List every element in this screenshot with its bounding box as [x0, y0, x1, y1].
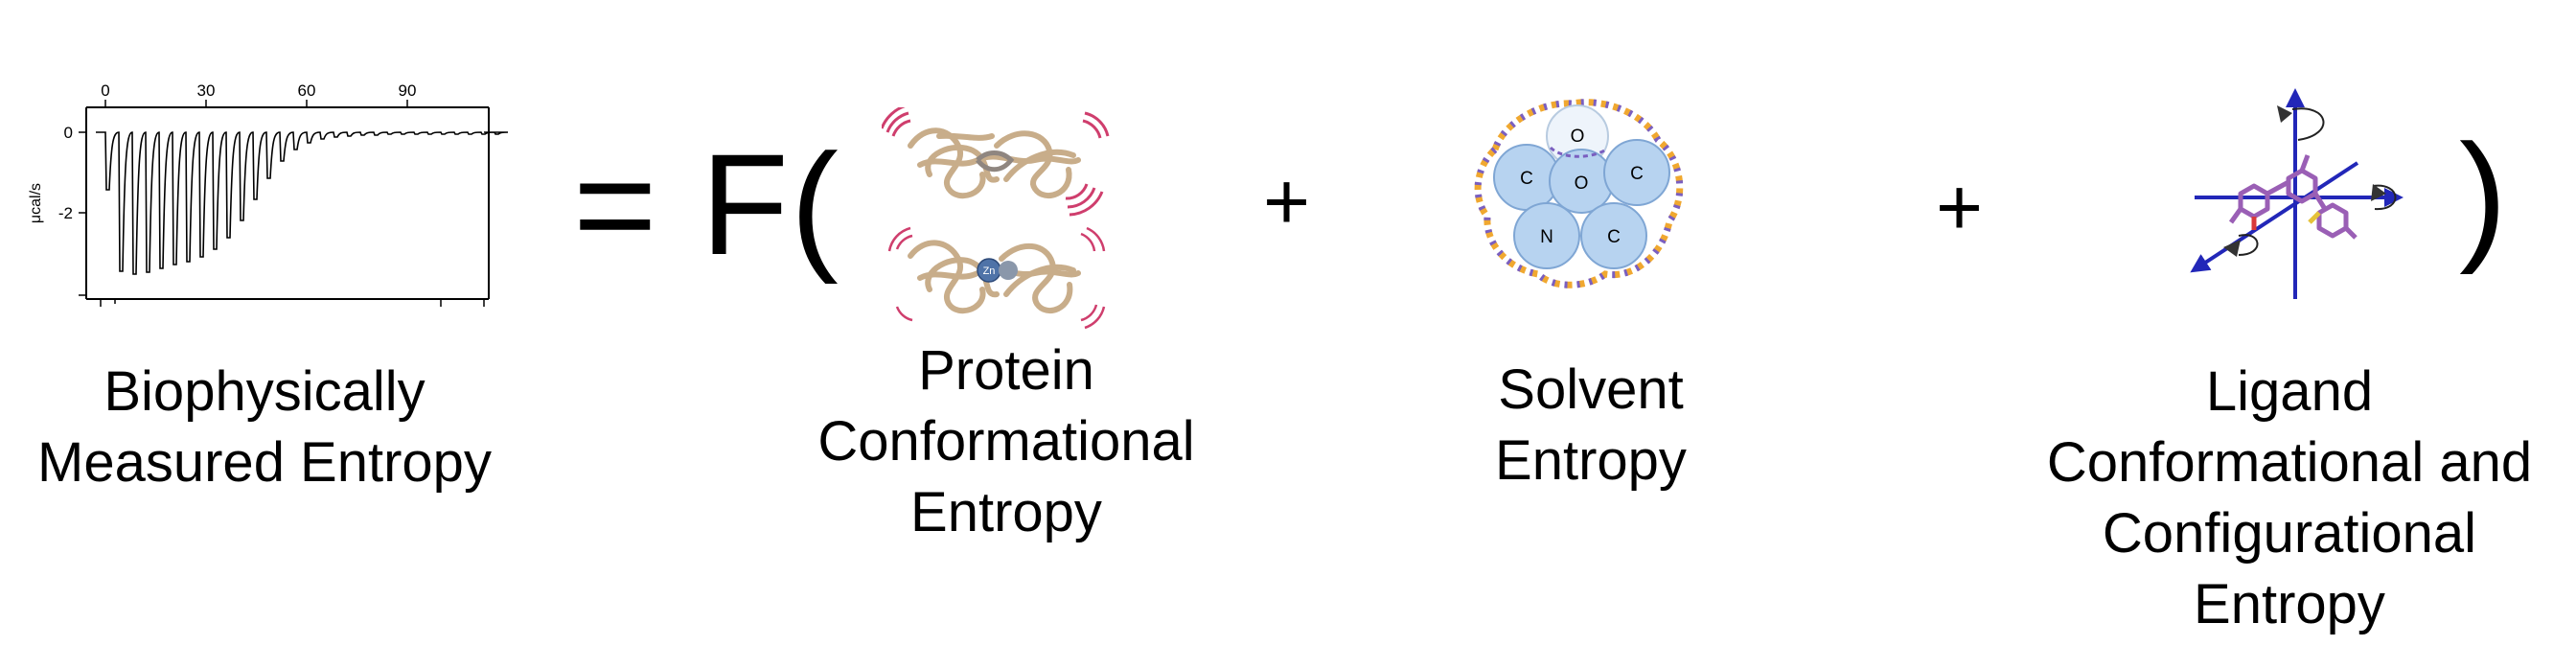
ligand-molecule [2228, 154, 2358, 240]
zinc-ion-2 [999, 261, 1018, 280]
atom-c-bottom [1580, 202, 1647, 269]
itc-x-tick-60: 60 [298, 81, 316, 100]
protein-dimer-figure: Zn [882, 107, 1110, 330]
hbond-dashes [1549, 146, 1607, 158]
atom-c-right [1603, 139, 1670, 206]
ligand-sulfur-bond [2308, 211, 2321, 224]
atom-label-n: N [1540, 227, 1553, 247]
caption-measured-entropy: Biophysically Measured Entropy [37, 360, 492, 494]
close-paren: ) [2459, 114, 2507, 275]
caption-protein-entropy: Protein Conformational Entropy [817, 339, 1195, 543]
motion-arcs-bottom [887, 226, 1106, 330]
atom-label-c-left: C [1520, 169, 1533, 189]
solvent-atoms-figure: O C O C N C [1474, 99, 1684, 288]
zinc-label: Zn [983, 265, 996, 277]
itc-bottom-ticks [100, 299, 485, 307]
itc-trace [96, 131, 509, 275]
rotation-arrows [2238, 107, 2397, 256]
itc-x-tick-30: 30 [197, 81, 216, 100]
plus-sign-1: + [1263, 156, 1311, 246]
atom-label-o-center: O [1575, 173, 1589, 194]
protein-dimer-top-core [976, 150, 1015, 173]
plus-sign-2: + [1936, 162, 1984, 252]
solvent-atoms [1493, 104, 1670, 269]
itc-y-tick-minus2: -2 [58, 204, 73, 222]
atom-label-c-bottom: C [1607, 227, 1621, 247]
rotation-arrowheads [2223, 105, 2386, 257]
motion-arcs-top [882, 107, 1110, 217]
itc-left-ticks [79, 131, 86, 296]
itc-thermogram: 0 30 60 90 0 -2 μcal/s [28, 81, 509, 307]
ligand-axes-figure [2190, 88, 2404, 299]
itc-x-tick-0: 0 [101, 81, 109, 100]
atom-n [1513, 202, 1580, 269]
itc-x-tick-90: 90 [399, 81, 417, 100]
itc-top-ticks [104, 100, 408, 107]
itc-y-label: μcal/s [28, 183, 44, 223]
atom-label-o-top: O [1571, 127, 1585, 147]
atom-label-c-right: C [1630, 164, 1644, 184]
caption-ligand-entropy: Ligand Conformational and Configurationa… [2046, 360, 2533, 635]
water-shell-purple [1474, 99, 1684, 288]
caption-solvent-entropy: Solvent Entropy [1495, 358, 1687, 492]
itc-y-tick-0: 0 [64, 124, 73, 142]
protein-dimer-top [908, 127, 1081, 199]
equals-f-open-paren: = F( [573, 124, 840, 285]
